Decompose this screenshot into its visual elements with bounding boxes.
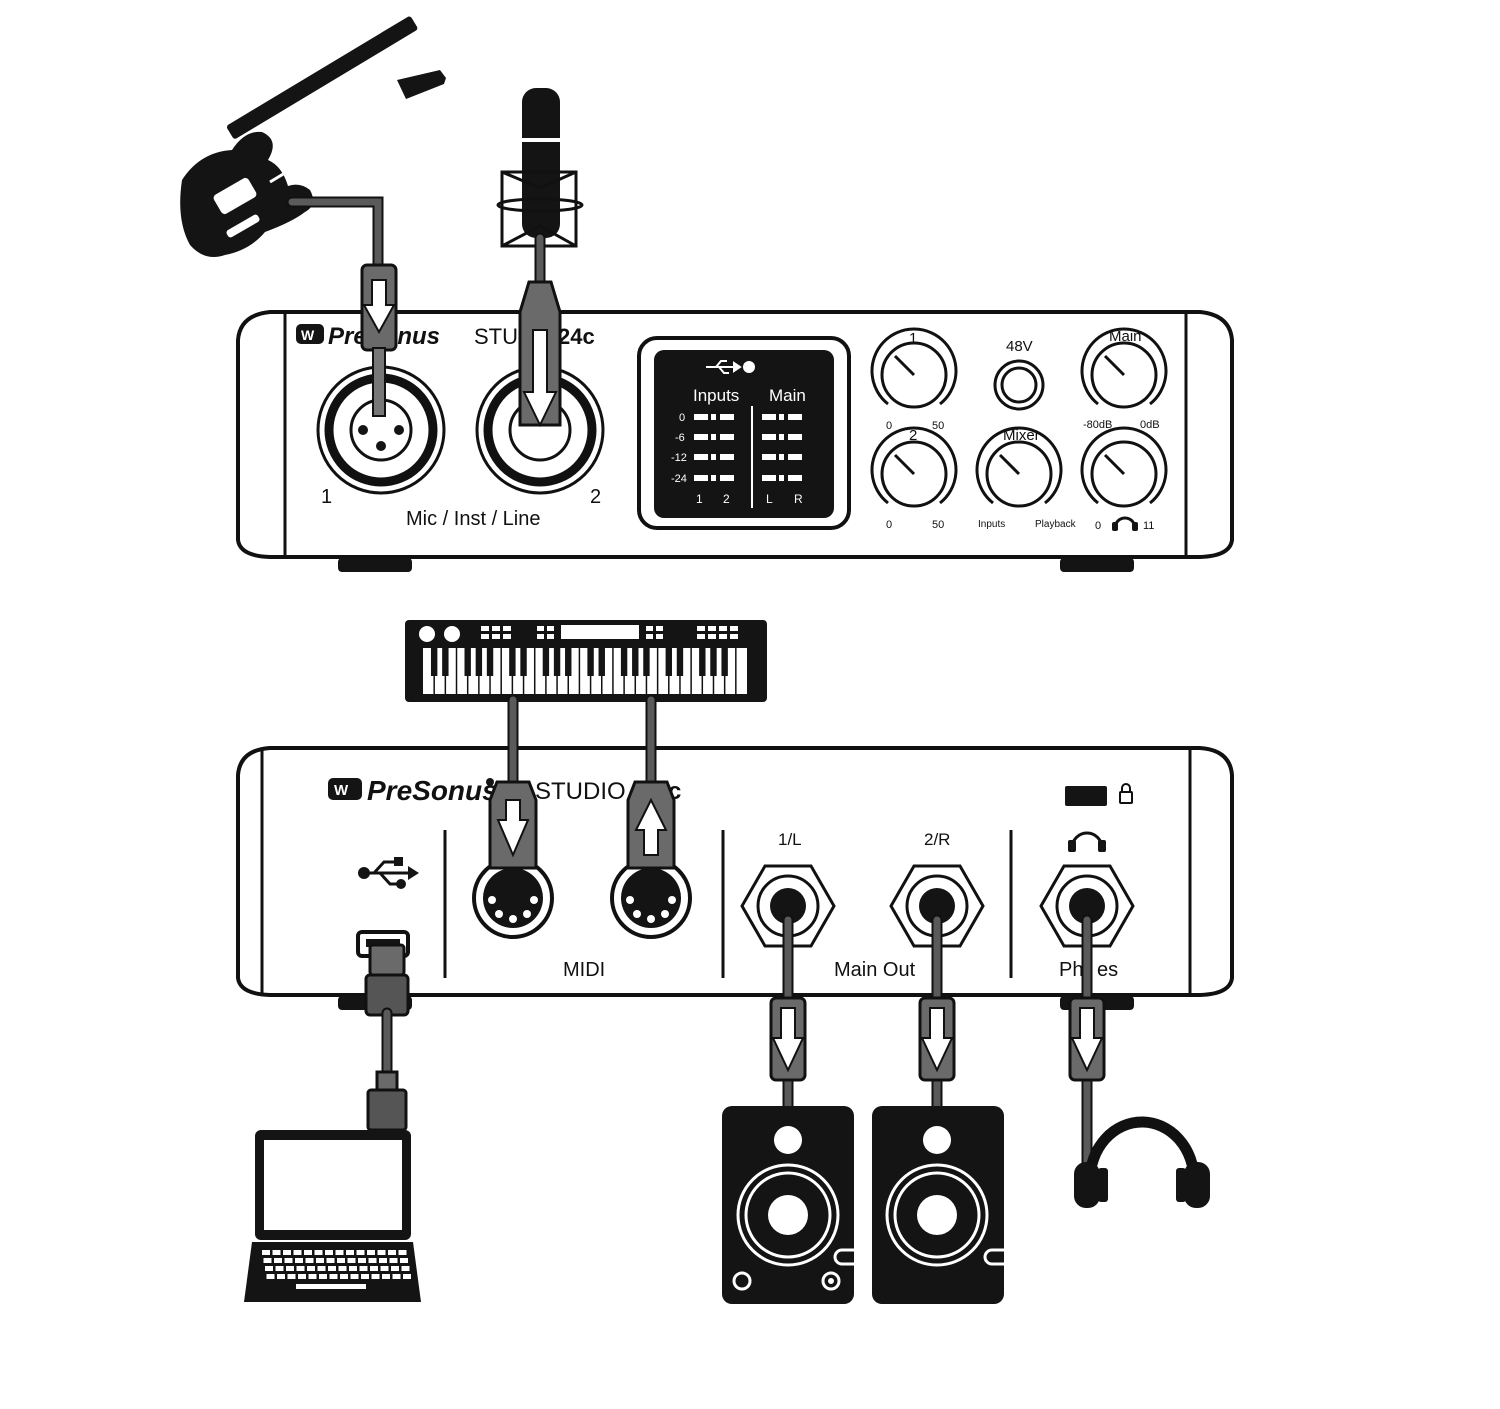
phones-level-knob[interactable] — [1080, 426, 1168, 508]
main-level-label: Main — [1109, 328, 1142, 345]
phones-level-min: 0 — [1095, 520, 1101, 532]
studio-monitor-right-icon — [872, 1106, 1004, 1304]
output-1l-label: 1/L — [778, 830, 802, 849]
security-slot — [1065, 786, 1107, 806]
front-model-left: STU — [474, 324, 518, 349]
headphones-plug — [1068, 996, 1106, 1082]
meter-channel-main-l: L — [766, 492, 773, 506]
headphones-label-icon — [1068, 831, 1106, 852]
signal-arrow-icon — [362, 279, 396, 335]
signal-arrow-icon — [522, 329, 558, 428]
usb-status-led — [743, 361, 755, 373]
rear-presonus-logo: W PreSonus — [328, 775, 498, 806]
midi-in-port[interactable] — [472, 857, 554, 939]
rear-brand: PreSonus — [367, 775, 498, 806]
gain-knob-2[interactable] — [870, 426, 958, 508]
main-level-max: 0dB — [1140, 419, 1160, 431]
xlr-plug — [518, 280, 562, 428]
main-out-2r-jack[interactable] — [889, 864, 985, 948]
main-out-label: Main Out — [834, 959, 916, 981]
meter-level-3: -24 — [671, 473, 687, 485]
main-level-knob[interactable] — [1080, 327, 1168, 409]
gain-2-label: 2 — [909, 427, 917, 444]
meter-level-0: 0 — [679, 412, 685, 424]
midi-out-port[interactable] — [610, 857, 692, 939]
midi-in-plug — [488, 780, 538, 870]
mixer-label: Mixer — [1003, 427, 1040, 444]
svg-text:W: W — [301, 327, 315, 343]
laptop-icon — [244, 1130, 421, 1302]
meter-display: Inputs Main 0 -6 -12 -24 1 2 L R — [637, 336, 851, 530]
headphones-small-icon — [1112, 516, 1138, 531]
main-out-1l-jack[interactable] — [740, 864, 836, 948]
inputs-label: Mic / Inst / Line — [406, 508, 541, 530]
phantom-power-label: 48V — [1006, 338, 1033, 355]
signal-arrow-icon — [920, 1007, 954, 1073]
mixer-min: Inputs — [978, 519, 1005, 530]
signal-arrow-icon — [771, 1007, 805, 1073]
meter-segments — [694, 414, 802, 481]
output-2r-label: 2/R — [924, 830, 950, 849]
studio-monitor-left-icon — [722, 1106, 854, 1304]
front-model-right: 24c — [558, 324, 595, 349]
gain-1-min: 0 — [886, 420, 892, 432]
signal-arrow-icon — [496, 799, 530, 858]
midi-keyboard-icon — [405, 620, 767, 702]
microphone-icon — [496, 88, 584, 248]
usb-icon — [358, 857, 419, 889]
meter-channel-main-r: R — [794, 492, 803, 506]
lock-icon — [1119, 783, 1133, 804]
input-1-number: 1 — [321, 486, 332, 508]
meter-inputs-label: Inputs — [693, 386, 739, 405]
usb-plug — [364, 943, 410, 1017]
mixer-max: Playback — [1035, 519, 1077, 530]
phantom-power-button[interactable] — [993, 359, 1045, 411]
phones-label-right: es — [1097, 959, 1118, 981]
front-foot-left — [338, 558, 412, 572]
gain-1-max: 50 — [932, 420, 944, 432]
gain-2-max: 50 — [932, 519, 944, 531]
meter-level-1: -6 — [675, 432, 685, 444]
phones-level-max: 11 — [1143, 520, 1154, 532]
usb-status-icon — [706, 360, 742, 374]
meter-level-2: -12 — [671, 452, 687, 464]
headphones-icon — [1074, 1116, 1210, 1208]
monitor-left-plug — [769, 996, 807, 1082]
midi-label: MIDI — [563, 959, 605, 981]
phones-jack[interactable] — [1039, 864, 1135, 948]
signal-arrow-icon — [1070, 1007, 1104, 1073]
gain-knob-1[interactable] — [870, 327, 958, 409]
rear-model-left: STUDIO — [535, 778, 626, 805]
signal-arrow-icon — [634, 797, 668, 856]
main-level-min: -80dB — [1083, 419, 1112, 431]
meter-main-label: Main — [769, 386, 806, 405]
guitar-plug — [360, 263, 398, 417]
svg-text:W: W — [334, 782, 349, 799]
monitor-right-plug — [918, 996, 956, 1082]
front-foot-right — [1060, 558, 1134, 572]
gain-1-label: 1 — [909, 330, 917, 347]
guitar-icon — [180, 16, 446, 258]
midi-out-plug — [626, 780, 676, 870]
mixer-knob[interactable] — [975, 426, 1063, 508]
meter-channel-in-1: 1 — [696, 492, 703, 506]
gain-2-min: 0 — [886, 519, 892, 531]
phones-label-left: Ph — [1059, 959, 1083, 981]
meter-channel-in-2: 2 — [723, 492, 730, 506]
input-2-number: 2 — [590, 486, 601, 508]
